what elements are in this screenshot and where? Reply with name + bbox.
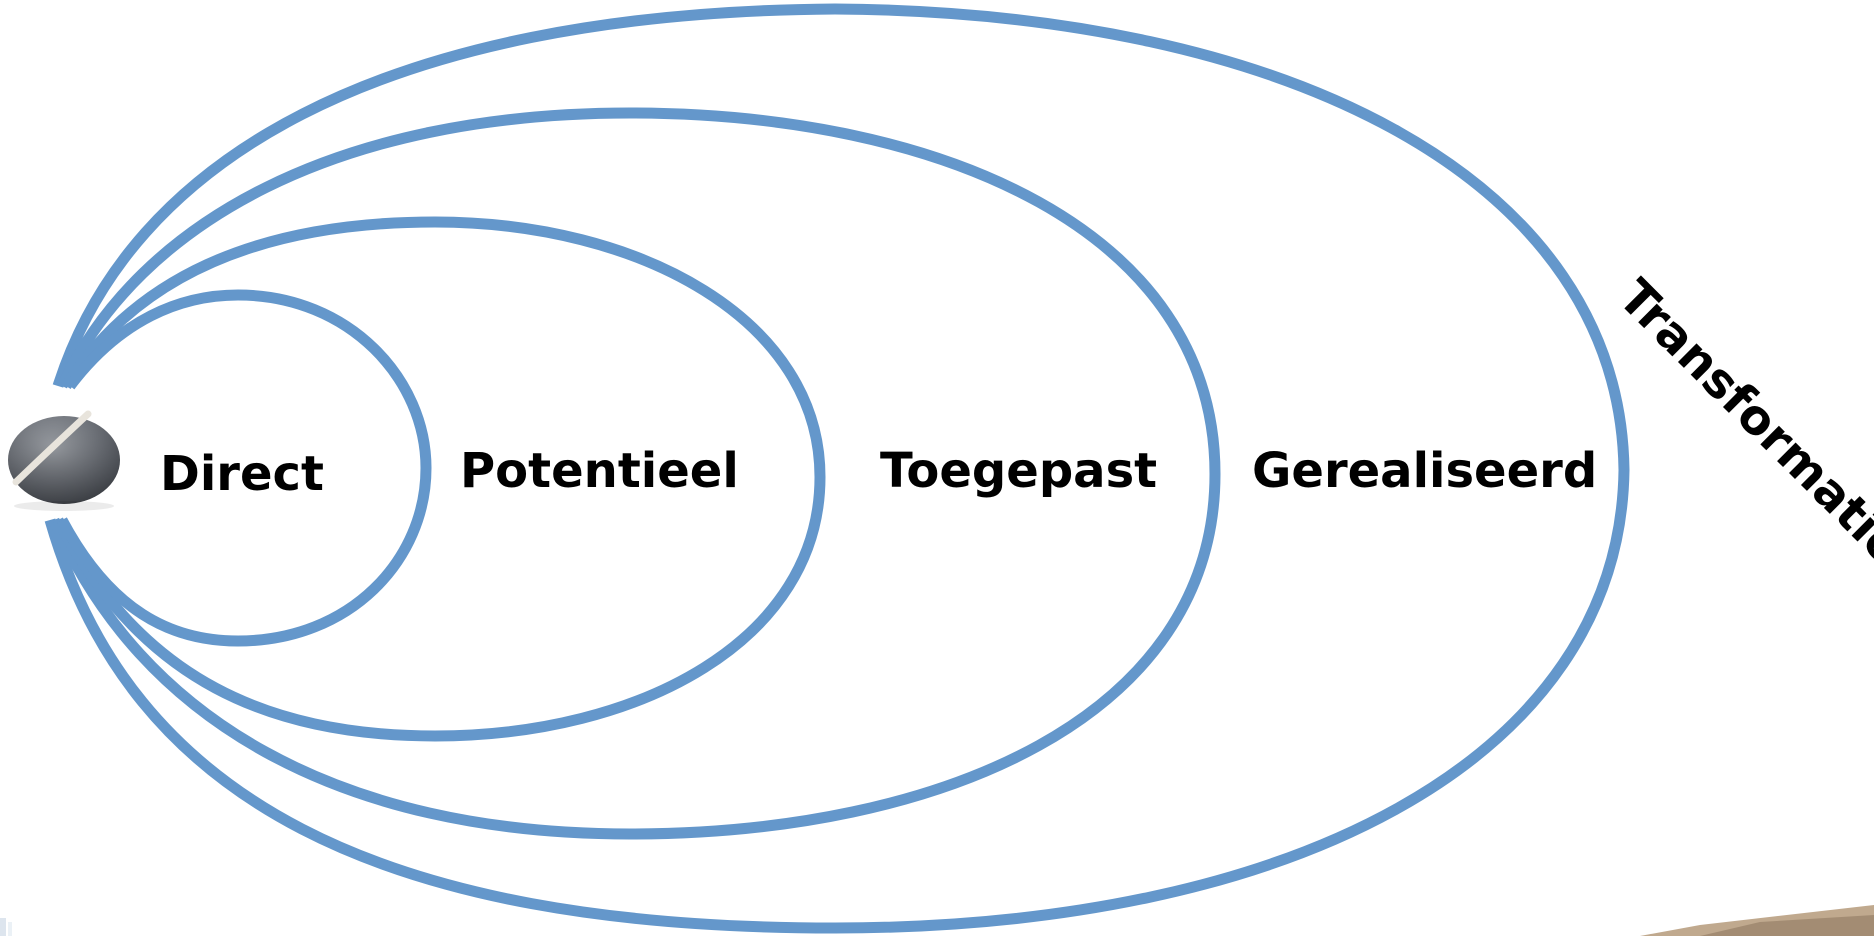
ring-potentieel [57,289,432,647]
ring-gerealiseerd [48,107,1221,840]
label-direct: Direct [160,446,324,502]
ring-toegepast [53,216,826,742]
label-transformatie: Transformatie [1608,269,1874,576]
label-toegepast: Toegepast [880,443,1157,499]
label-gerealiseerd: Gerealiseerd [1252,443,1597,499]
ring-transformatie [44,3,1630,934]
pebble-icon [8,410,120,511]
label-potentieel: Potentieel [460,443,739,499]
corner-decoration-left [0,918,12,936]
corner-decoration-right [1640,905,1874,936]
